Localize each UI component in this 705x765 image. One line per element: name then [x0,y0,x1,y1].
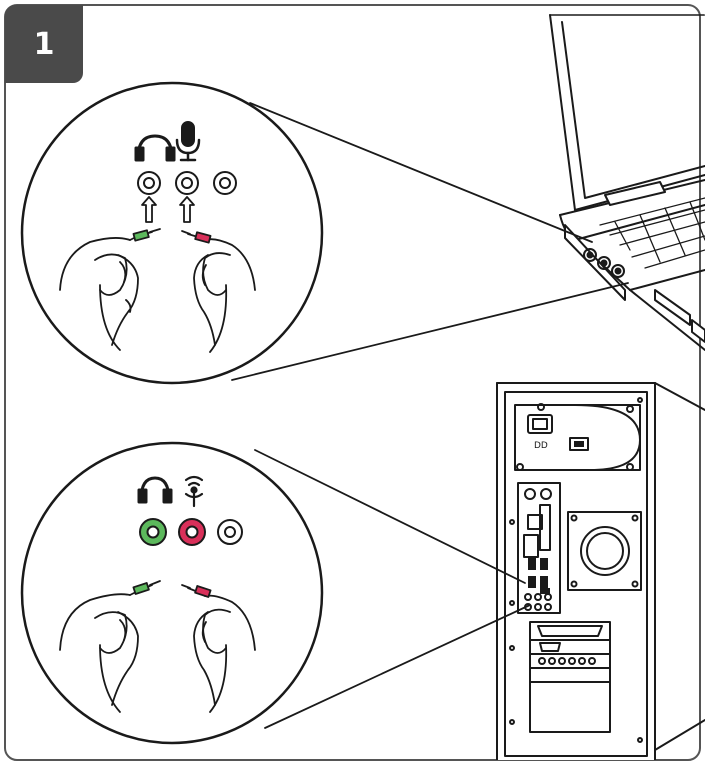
step-number: 1 [34,27,55,62]
svg-text:DD: DD [534,441,548,451]
bottom-zoom-circle [22,443,322,743]
top-jacks [138,172,236,194]
bottom-jacks [140,519,242,545]
step-number-badge: 1 [5,5,83,83]
top-zoom-circle [22,83,322,383]
